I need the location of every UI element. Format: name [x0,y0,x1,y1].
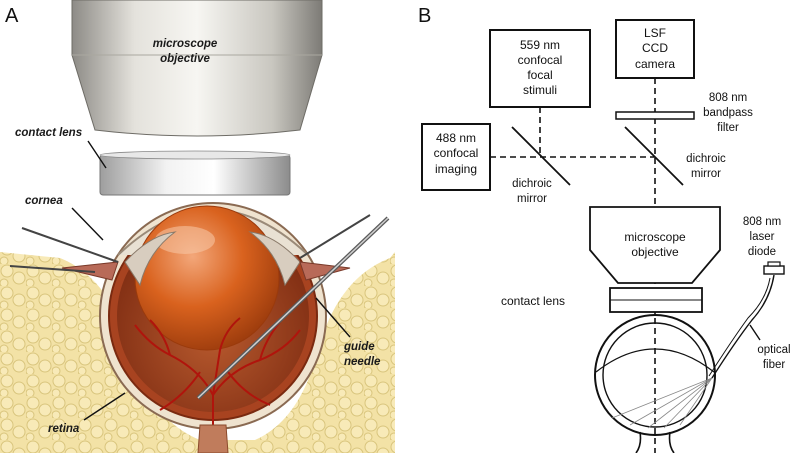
objective-label-line2: objective [160,53,210,65]
fiber-leader [749,324,761,341]
stimuli-text-1: 559 nm [520,38,560,52]
retina-leader [83,392,126,421]
eye-illustration [99,202,327,453]
laser-text-1: 808 nm [743,216,781,228]
imaging-text-1: 488 nm [436,131,476,145]
contact-lens-leader [87,140,107,169]
guide-needle-label-line2: needle [344,356,381,368]
cornea-leader [71,207,104,241]
stimuli-text-3: focal [527,68,552,82]
contact-lens-illustration [99,150,291,196]
objective-b-text-2: objective [631,245,679,259]
camera-box [615,19,695,79]
optical-fiber [711,274,775,379]
dichroic-left-text-1: dichroic [512,178,552,190]
dichroic-mirror-right [624,126,684,186]
guide-needle-leader [315,297,351,338]
dichroic-left-text-2: mirror [517,193,547,205]
microscope-objective-illustration [71,0,323,137]
optical-fiber-edge [708,277,771,377]
dichroic-mirror-left [511,126,571,186]
guide-needle-label-line1: guide [343,341,375,353]
laser-diode [763,261,785,275]
guide-needle-highlight [197,217,389,399]
panel-b-letter: B [418,5,431,27]
camera-text-1: LSF [644,26,666,40]
stimuli-text-4: stimuli [523,83,557,97]
dichroic-right-text-2: mirror [691,168,721,180]
laser-text-3: diode [748,246,776,258]
bandpass-text-3: filter [717,122,739,134]
stimuli-text-2: confocal [518,53,563,67]
camera-text-2: CCD [642,41,668,55]
objective-b-text-1: microscope [624,230,686,244]
left-suture-lower [9,265,96,273]
left-suture-upper [21,227,119,263]
contact-lens-label: contact lens [15,127,82,139]
laser-text-2: laser [750,231,775,243]
objective-label-line1: microscope [153,38,218,50]
panel-a-letter: A [5,5,19,27]
imaging-text-2: confocal [434,146,479,160]
camera-text-3: camera [635,57,675,71]
objective-schematic [589,206,721,284]
bandpass-filter [615,111,695,120]
stimuli-box [489,29,591,108]
contact-lens-schematic [609,287,703,313]
imaging-box [421,123,491,191]
orbital-tissue [0,252,395,453]
bandpass-text-2: bandpass [703,107,753,119]
eye-schematic [594,314,716,453]
bandpass-text-1: 808 nm [709,92,747,104]
imaging-text-3: imaging [435,162,477,176]
contact-lens-b-text: contact lens [501,294,565,308]
cornea-label: cornea [25,195,63,207]
fiber-text-2: fiber [763,359,786,371]
fiber-text-1: optical [757,344,790,356]
retina-label: retina [48,423,80,435]
dichroic-right-text-1: dichroic [686,153,726,165]
right-suture [299,214,371,259]
